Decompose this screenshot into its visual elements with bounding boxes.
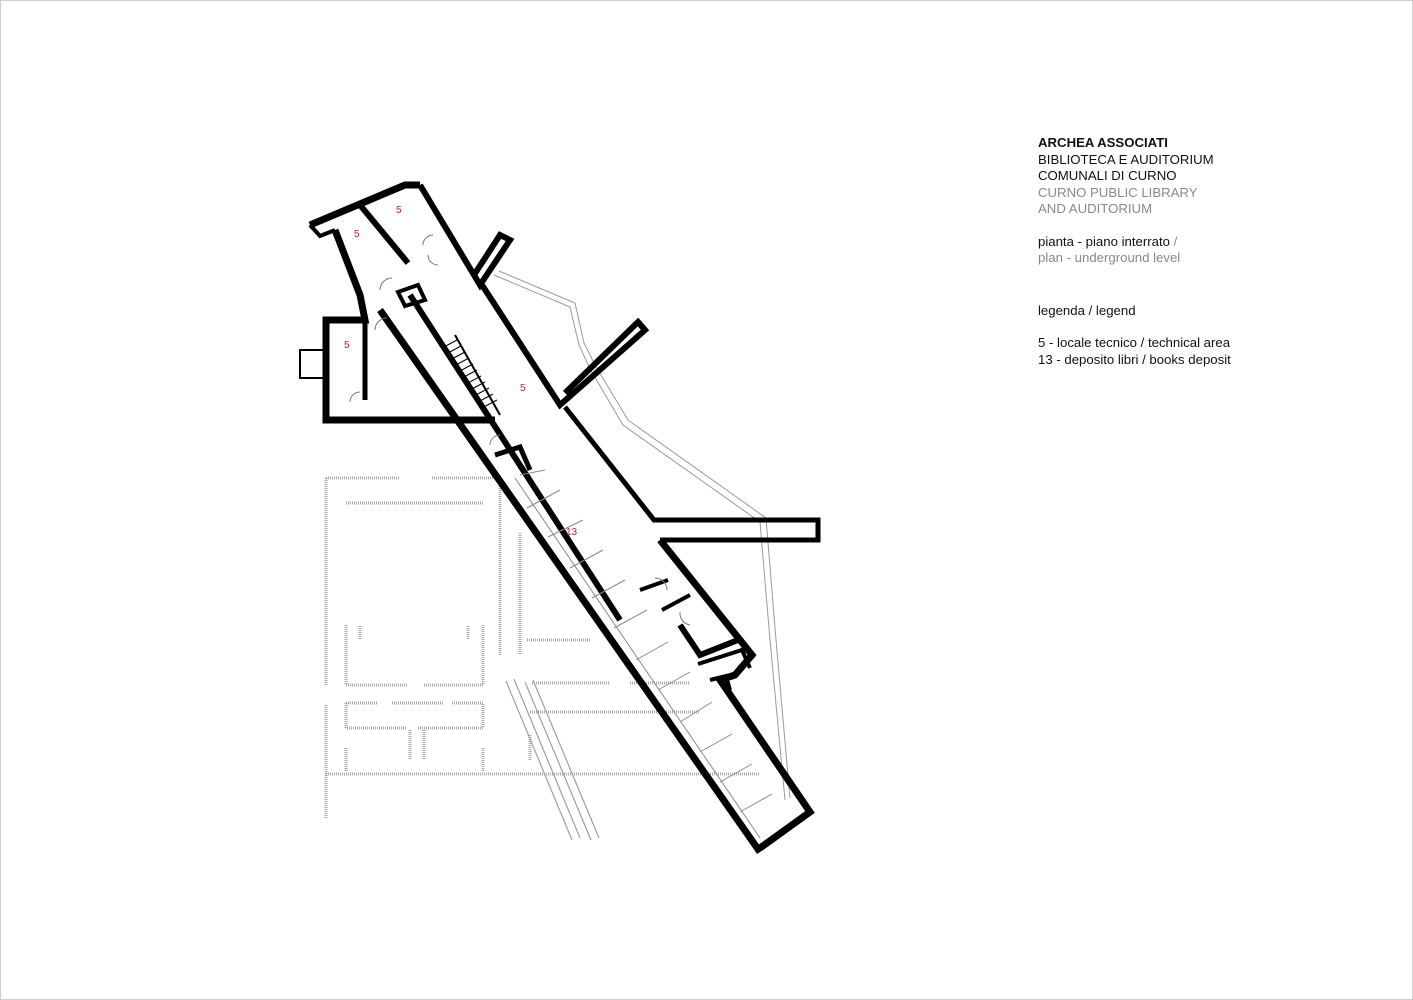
legend-item-5: 5 - locale tecnico / technical area: [1038, 335, 1231, 350]
drawing-title-separator: /: [1169, 233, 1178, 249]
existing-building-outline: [324, 476, 760, 818]
door-swings: [349, 234, 691, 626]
room-label-5-top-right: 5: [396, 205, 402, 216]
deposit-bays: [514, 469, 773, 839]
room-label-13-deposit: 13: [566, 527, 578, 538]
room-label-5-top-left: 5: [354, 229, 360, 240]
legend-item-13: 13 - deposito libri / books deposit: [1038, 351, 1231, 367]
existing-diagonal-wall: [505, 678, 600, 841]
room-label-5-west: 5: [344, 340, 350, 351]
legend-heading: legenda / legend: [1038, 302, 1136, 318]
firm-name: ARCHEA ASSOCIATI: [1038, 135, 1168, 150]
drawing-title-it: pianta - piano interrato /: [1038, 234, 1298, 251]
title-block: ARCHEA ASSOCIATI BIBLIOTECA E AUDITORIUM…: [1038, 135, 1298, 368]
drawing-title-en: plan - underground level: [1038, 250, 1181, 265]
room-label-5-corridor: 5: [520, 383, 526, 394]
new-building-walls: [299, 181, 821, 855]
project-name-it-2: COMUNALI DI CURNO: [1038, 168, 1177, 183]
project-name-en-2: AND AUDITORIUM: [1038, 201, 1153, 216]
stair: [439, 334, 501, 421]
room-labels: 5 5 5 5 13: [344, 205, 578, 538]
site-boundary: [493, 270, 791, 801]
project-name-it-1: BIBLIOTECA E AUDITORIUM: [1038, 151, 1214, 167]
drawing-title-it-text: pianta - piano interrato: [1038, 233, 1170, 249]
project-name-en-1: CURNO PUBLIC LIBRARY: [1038, 184, 1198, 200]
